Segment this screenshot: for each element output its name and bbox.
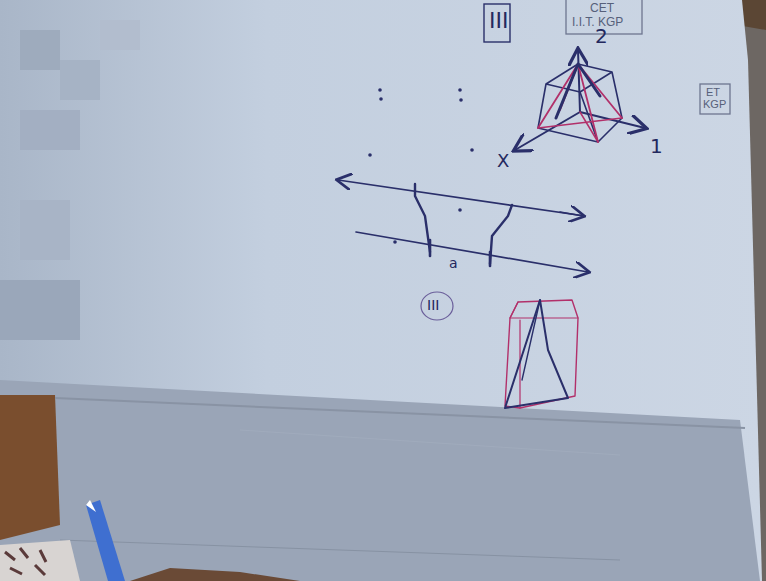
stamp-text: CET	[590, 2, 614, 14]
handwritten-label: 1	[650, 136, 663, 156]
handwritten-label: 2	[595, 26, 608, 46]
handwritten-label: a	[449, 256, 458, 270]
stamp-text: KGP	[703, 99, 726, 110]
handwritten-label: III	[427, 298, 439, 312]
handwritten-label: III	[489, 10, 508, 32]
stamp-text: ET	[706, 87, 720, 98]
handwritten-label: X	[497, 152, 509, 170]
